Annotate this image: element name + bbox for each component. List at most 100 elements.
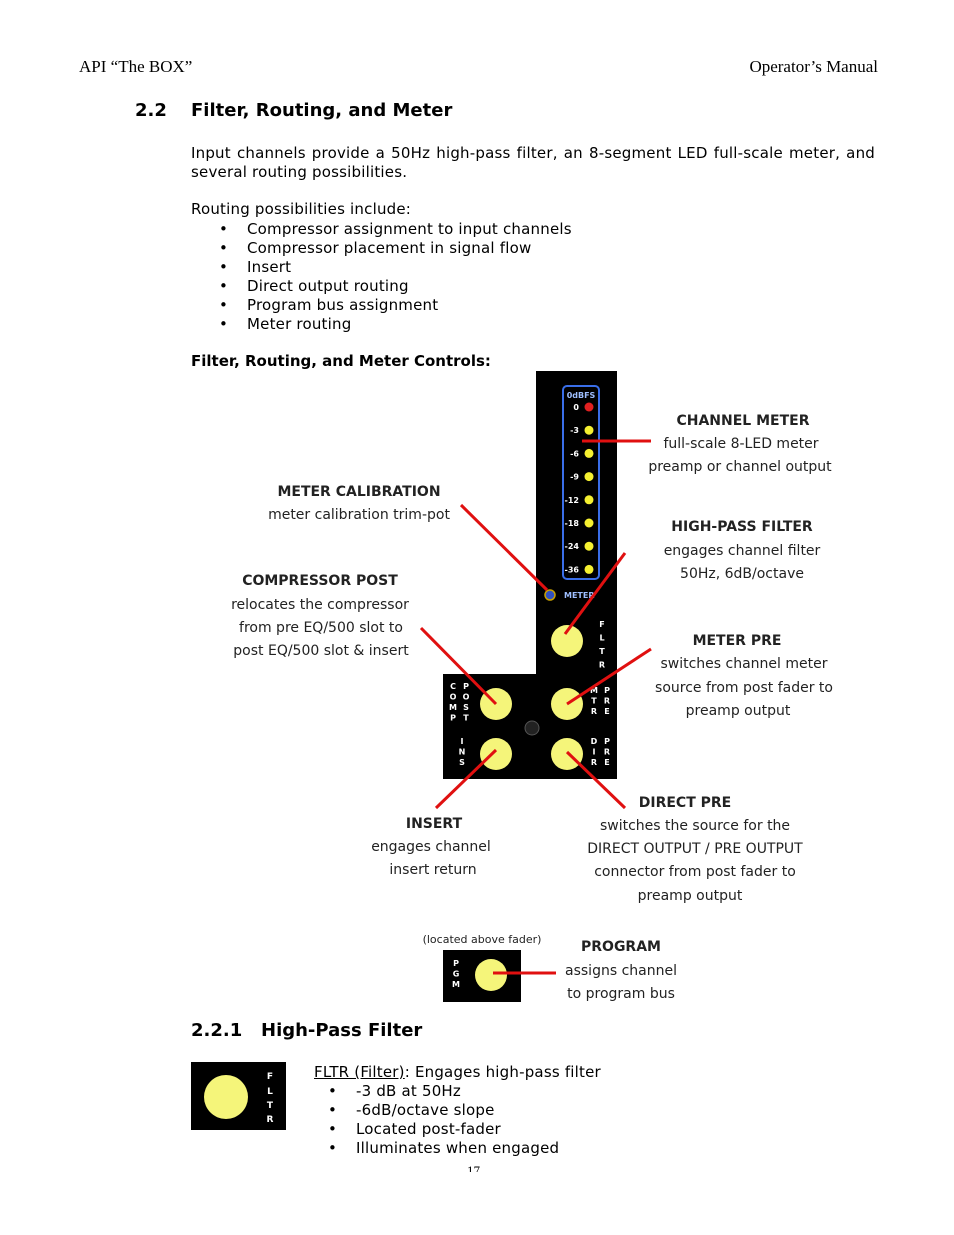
button-letter-ins: S <box>459 758 465 767</box>
meter-pre-arrow <box>566 647 652 706</box>
calibration-trim-pot-icon[interactable] <box>544 589 556 601</box>
section-heading: 2.2 Filter, Routing, and Meter <box>135 100 452 121</box>
callout-insert-title: INSERT <box>406 816 463 832</box>
meter-level-label: -9 <box>570 473 579 482</box>
button-letter-mtr-col2: R <box>604 697 610 706</box>
meter-led <box>584 402 594 412</box>
callout-line: to program bus <box>567 986 675 1002</box>
button-letter-pgm: G <box>453 970 460 979</box>
meter-led <box>584 472 594 482</box>
intro-paragraph: Input channels provide a 50Hz high-pass … <box>191 144 875 181</box>
button-letter-comp-col1: C <box>450 682 456 691</box>
meter-led <box>584 495 594 505</box>
callout-line: preamp output <box>638 888 743 904</box>
button-letter-ins: I <box>461 737 464 746</box>
subsection-title: High-Pass Filter <box>261 1020 423 1041</box>
button-letter-mtr-col2: P <box>604 686 610 695</box>
list-item: Illuminates when engaged <box>300 1139 559 1158</box>
callout-line: meter calibration trim-pot <box>268 507 450 523</box>
callout-line: from pre EQ/500 slot to <box>239 620 403 636</box>
callout-line: relocates the compressor <box>231 597 409 613</box>
callout-program-note: (located above fader) <box>423 933 542 946</box>
button-letter-mtr-col1: R <box>591 707 597 716</box>
header-left: API “The BOX” <box>79 57 193 76</box>
program-button[interactable] <box>475 959 507 991</box>
insert-arrow <box>434 748 498 810</box>
callout-line: full-scale 8-LED meter <box>663 436 818 452</box>
routing-intro: Routing possibilities include: <box>191 200 412 218</box>
meter-led <box>584 425 594 435</box>
fltr-letter: R <box>267 1115 274 1125</box>
callout-compressor-post-title: COMPRESSOR POST <box>242 573 398 589</box>
meter-led <box>584 518 594 528</box>
button-letter-fltr: L <box>599 634 604 643</box>
callout-line: switches the source for the <box>600 818 790 834</box>
list-item: Program bus assignment <box>191 296 572 315</box>
button-letter-comp-col2: T <box>463 714 469 723</box>
high-pass-filter-arrow <box>563 552 627 635</box>
button-letter-fltr: T <box>599 647 605 656</box>
button-letter-comp-col1: P <box>450 714 456 723</box>
meter-level-label: -6 <box>570 449 579 458</box>
callout-line: DIRECT OUTPUT / PRE OUTPUT <box>587 841 803 857</box>
button-letter-pgm: M <box>452 980 460 989</box>
meter-level-label: -24 <box>565 542 580 551</box>
fltr-button-illustration: F L T R <box>191 1062 286 1130</box>
routing-list: Compressor assignment to input channels … <box>191 220 572 334</box>
direct-pre-arrow <box>565 750 627 810</box>
callout-line: source from post fader to <box>655 680 833 696</box>
button-letter-mtr-col2: E <box>604 707 609 716</box>
button-letter-comp-col1: O <box>450 693 457 702</box>
meter-led <box>584 448 594 458</box>
list-item: Compressor assignment to input channels <box>191 220 572 239</box>
meter-level-label: -3 <box>570 426 579 435</box>
subsection-number: 2.2.1 <box>191 1020 243 1041</box>
callout-high-pass-filter-title: HIGH-PASS FILTER <box>671 519 813 535</box>
insert-button[interactable] <box>480 738 512 770</box>
list-item: Insert <box>191 258 572 277</box>
button-letter-comp-col1: M <box>449 703 457 712</box>
callout-line: engages channel <box>371 839 491 855</box>
button-letter-dir-col1: R <box>591 758 597 767</box>
list-item: Located post-fader <box>300 1120 559 1139</box>
fltr-button[interactable] <box>551 625 583 657</box>
section-title: Filter, Routing, and Meter <box>191 100 453 121</box>
fltr-term: FLTR (Filter) <box>314 1063 405 1081</box>
button-letter-comp-col2: S <box>463 703 469 712</box>
meter-led <box>584 541 594 551</box>
section-number: 2.2 <box>135 100 167 121</box>
button-letter-dir-col1: D <box>591 737 598 746</box>
callout-line: 50Hz, 6dB/octave <box>680 566 804 582</box>
callout-line: preamp or channel output <box>648 459 832 475</box>
button-letter-comp-col2: O <box>463 693 470 702</box>
meter-level-label: -18 <box>565 519 580 528</box>
button-letter-dir-col2: P <box>604 737 610 746</box>
callout-program-title: PROGRAM <box>581 939 661 955</box>
callout-channel-meter-title: CHANNEL METER <box>676 413 809 429</box>
callout-line: assigns channel <box>565 963 677 979</box>
meter-level-label: 0 <box>573 403 579 412</box>
fltr-list: -3 dB at 50Hz -6dB/octave slope Located … <box>300 1082 559 1158</box>
callout-line: switches channel meter <box>660 656 827 672</box>
callout-meter-calibration-title: METER CALIBRATION <box>277 484 440 500</box>
controls-title: Filter, Routing, and Meter Controls: <box>191 352 491 370</box>
callout-direct-pre-title: DIRECT PRE <box>639 795 731 811</box>
list-item: -6dB/octave slope <box>300 1101 559 1120</box>
button-letter-dir-col2: E <box>604 758 609 767</box>
fltr-large-button <box>204 1075 248 1119</box>
fltr-description: FLTR (Filter): Engages high-pass filter <box>314 1063 601 1081</box>
fltr-letter: T <box>267 1101 274 1111</box>
fltr-letter: F <box>267 1072 273 1082</box>
list-item: Direct output routing <box>191 277 572 296</box>
button-letter-comp-col2: P <box>463 682 469 691</box>
meter-led <box>584 564 594 574</box>
callout-meter-pre-title: METER PRE <box>693 633 782 649</box>
meter-header: 0dBFS <box>567 391 596 400</box>
button-letter-dir-col2: R <box>604 748 610 757</box>
callout-line: preamp output <box>686 703 791 719</box>
meter-level-label: -36 <box>565 565 580 574</box>
button-letter-mtr-col1: M <box>590 686 598 695</box>
fltr-desc: : Engages high-pass filter <box>404 1063 601 1081</box>
meter-calibration-arrow <box>459 503 549 592</box>
